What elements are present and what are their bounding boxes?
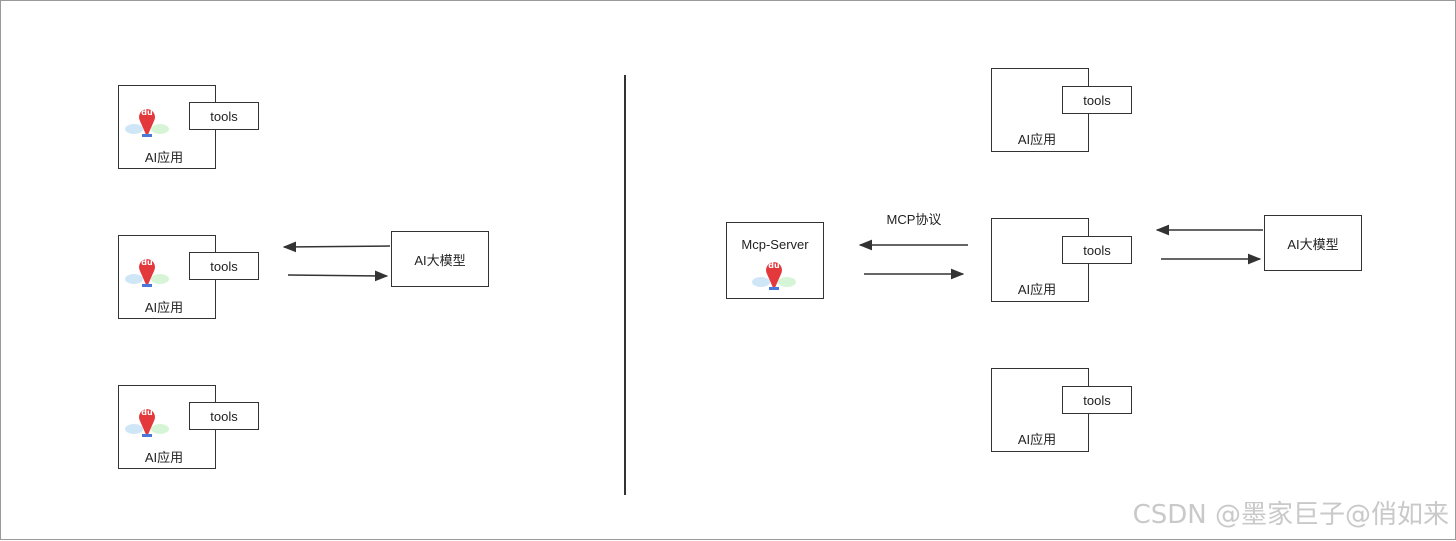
right-model-box[interactable]: AI大模型 (1264, 215, 1362, 271)
left-tools-box-2[interactable]: tools (189, 252, 259, 280)
left-app-label-2: AI应用 (144, 300, 184, 315)
baidu-logo-icon: du (125, 258, 169, 287)
mcp-server-label: Mcp-Server (741, 237, 809, 252)
right-app-label-3: AI应用 (1017, 432, 1057, 447)
baidu-logo-icon: du (125, 408, 169, 437)
right-tools-box-2[interactable]: tools (1062, 236, 1132, 264)
mcp-protocol-label: MCP协议 (886, 212, 942, 227)
left-app-label-3: AI应用 (144, 450, 184, 465)
svg-text:du: du (141, 258, 153, 267)
right-tools-box-3[interactable]: tools (1062, 386, 1132, 414)
arrow-left-app-to-model (287, 270, 389, 282)
left-model-box[interactable]: AI大模型 (391, 231, 489, 287)
left-tools-box-3[interactable]: tools (189, 402, 259, 430)
left-tools-box-1[interactable]: tools (189, 102, 259, 130)
svg-text:du: du (141, 108, 153, 117)
csdn-watermark: CSDN @墨家巨子@俏如来 (1132, 500, 1449, 530)
right-app-label-2: AI应用 (1017, 282, 1057, 297)
divider-line (624, 75, 626, 495)
baidu-logo-icon: du (125, 108, 169, 137)
left-app-label-1: AI应用 (144, 150, 184, 165)
right-app-label-1: AI应用 (1017, 132, 1057, 147)
svg-text:du: du (141, 408, 153, 417)
svg-text:du: du (768, 261, 780, 270)
baidu-logo-icon: du (752, 261, 796, 290)
right-tools-box-1[interactable]: tools (1062, 86, 1132, 114)
arrow-model-to-left-app (282, 241, 391, 253)
